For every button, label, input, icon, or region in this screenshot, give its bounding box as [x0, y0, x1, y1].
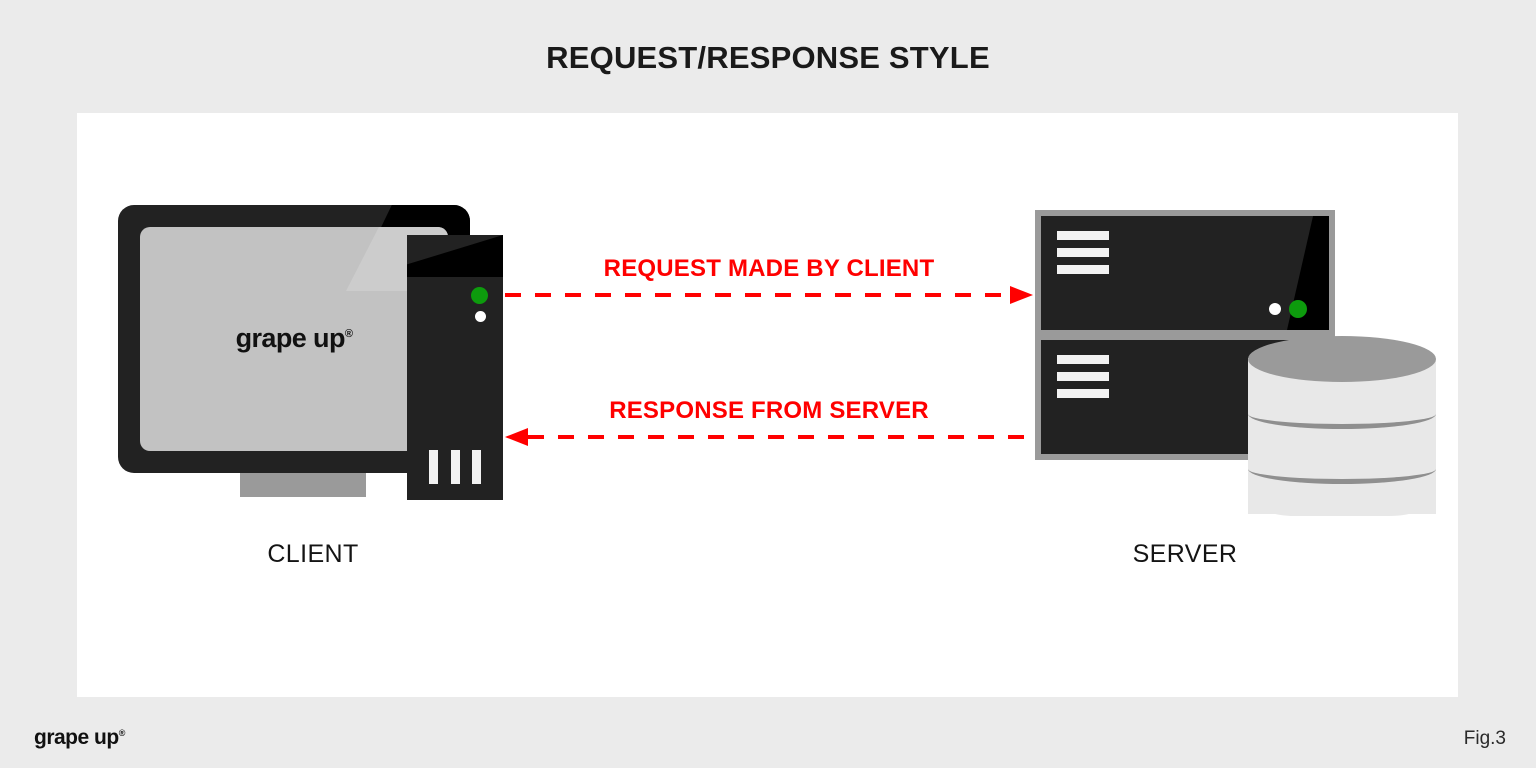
response-flow-label: RESPONSE FROM SERVER [609, 397, 929, 424]
database-cylinder-icon [1248, 336, 1436, 536]
footer-brand-logo: grape up® [34, 726, 125, 750]
status-led-white-icon [1269, 303, 1281, 315]
tower-vent-bars-icon [429, 450, 481, 484]
rack-unit-top-slots-icon [1057, 231, 1109, 282]
activity-led-white-icon [475, 311, 486, 322]
client-label: CLIENT [267, 540, 359, 568]
rack-unit-top [1041, 216, 1329, 330]
server-label: SERVER [1132, 540, 1238, 568]
tower-highlight [407, 235, 503, 277]
footer-logo-text: grape up [34, 726, 119, 749]
request-arrow-icon [505, 286, 1033, 304]
status-led-green-icon [1289, 300, 1307, 318]
footer-logo-registered-mark: ® [118, 728, 126, 738]
monitor-screen: grape up® [140, 227, 448, 451]
pc-tower [407, 235, 503, 500]
page-title: REQUEST/RESPONSE STYLE [546, 40, 990, 75]
rack-unit-bottom-slots-icon [1057, 355, 1109, 406]
monitor-stand [240, 473, 366, 497]
rack-unit-top-leds [1269, 300, 1307, 318]
request-flow: REQUEST MADE BY CLIENT [505, 255, 1033, 308]
database-ring-2 [1248, 454, 1436, 484]
database-body [1248, 358, 1436, 514]
database-ring-1 [1248, 399, 1436, 429]
client-illustration: grape up® [118, 205, 508, 505]
screen-logo-registered-mark: ® [344, 328, 353, 340]
database-top [1248, 336, 1436, 382]
response-arrow-icon [505, 428, 1033, 446]
power-led-green-icon [471, 287, 488, 304]
screen-brand-logo: grape up® [140, 323, 448, 354]
screen-logo-text: grape up [235, 323, 346, 353]
request-flow-label: REQUEST MADE BY CLIENT [603, 255, 935, 282]
figure-caption: Fig.3 [1463, 728, 1506, 749]
server-illustration [1035, 210, 1436, 530]
response-flow: RESPONSE FROM SERVER [505, 397, 1033, 450]
